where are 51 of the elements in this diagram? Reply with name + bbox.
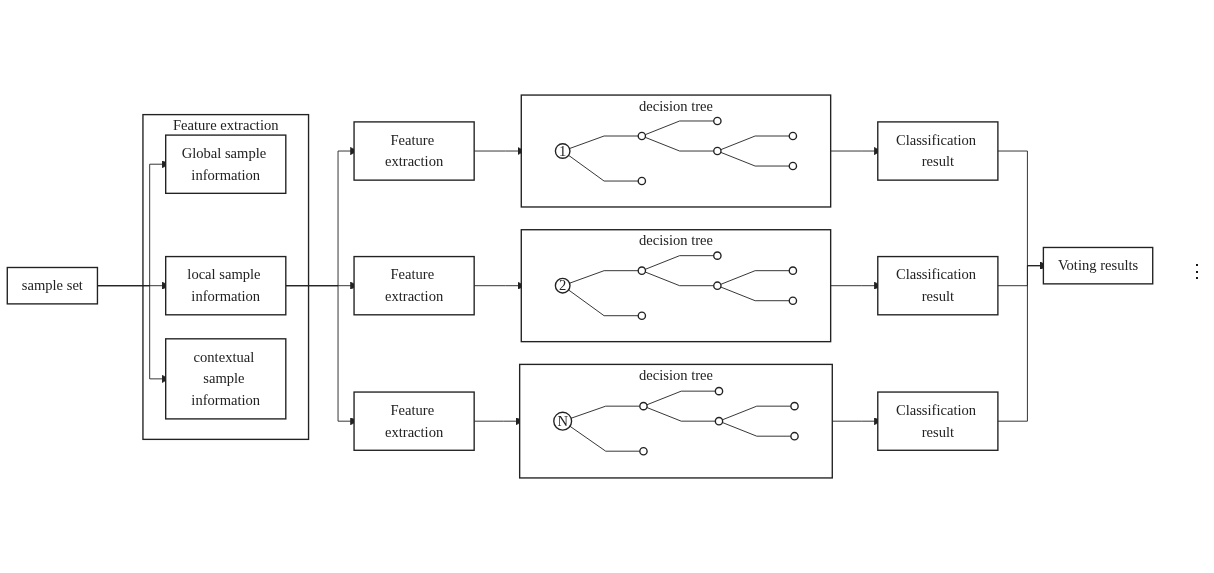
node-circle bbox=[714, 416, 724, 426]
node-circle bbox=[713, 116, 722, 126]
node-circle bbox=[637, 311, 647, 321]
node-box: Feature extraction bbox=[353, 255, 475, 316]
connector bbox=[721, 422, 792, 437]
node-circle bbox=[788, 131, 798, 141]
node-circle bbox=[639, 446, 648, 456]
connector bbox=[721, 405, 792, 421]
node-circle bbox=[790, 431, 799, 441]
node-circle bbox=[788, 266, 798, 275]
connector bbox=[646, 407, 716, 422]
node-box: local sample information bbox=[165, 255, 287, 316]
node-box: Classification result bbox=[877, 121, 999, 181]
node-circle bbox=[637, 131, 647, 141]
node-box: Feature extraction bbox=[353, 391, 475, 451]
node-circle bbox=[713, 281, 722, 290]
node-circle bbox=[639, 401, 648, 411]
node-box: Classification result bbox=[877, 255, 999, 316]
node-circle bbox=[788, 296, 798, 305]
node-circle bbox=[713, 146, 722, 156]
connector bbox=[569, 270, 639, 284]
node-circle: 2 bbox=[554, 277, 571, 294]
connector bbox=[568, 289, 639, 317]
node-circle bbox=[637, 266, 647, 275]
node-circle bbox=[788, 161, 798, 171]
node-circle: 1 bbox=[554, 143, 571, 159]
node-circle: N bbox=[553, 411, 573, 431]
connector bbox=[644, 120, 715, 136]
connector bbox=[568, 154, 639, 182]
node-box: Voting results bbox=[1042, 246, 1154, 285]
connector bbox=[644, 255, 715, 270]
connector bbox=[720, 270, 790, 285]
connector bbox=[570, 405, 641, 419]
node-box: contextual sample information bbox=[165, 338, 287, 420]
node-box: Classification result bbox=[877, 391, 999, 451]
connector bbox=[569, 135, 639, 149]
ellipsis-note: ⋮ bbox=[1188, 260, 1206, 282]
node-box: Global sample information bbox=[165, 134, 287, 194]
node-circle bbox=[713, 251, 722, 260]
node-circle bbox=[790, 401, 799, 411]
connector bbox=[569, 425, 641, 452]
connector bbox=[720, 151, 790, 167]
connector bbox=[644, 136, 715, 152]
connector bbox=[720, 135, 790, 151]
connector bbox=[644, 271, 715, 287]
node-box: sample set bbox=[6, 266, 99, 305]
node-box: Feature extraction bbox=[353, 121, 475, 181]
node-circle bbox=[637, 176, 647, 186]
node-circle bbox=[714, 386, 724, 396]
connector bbox=[720, 286, 790, 302]
connector bbox=[646, 390, 716, 406]
